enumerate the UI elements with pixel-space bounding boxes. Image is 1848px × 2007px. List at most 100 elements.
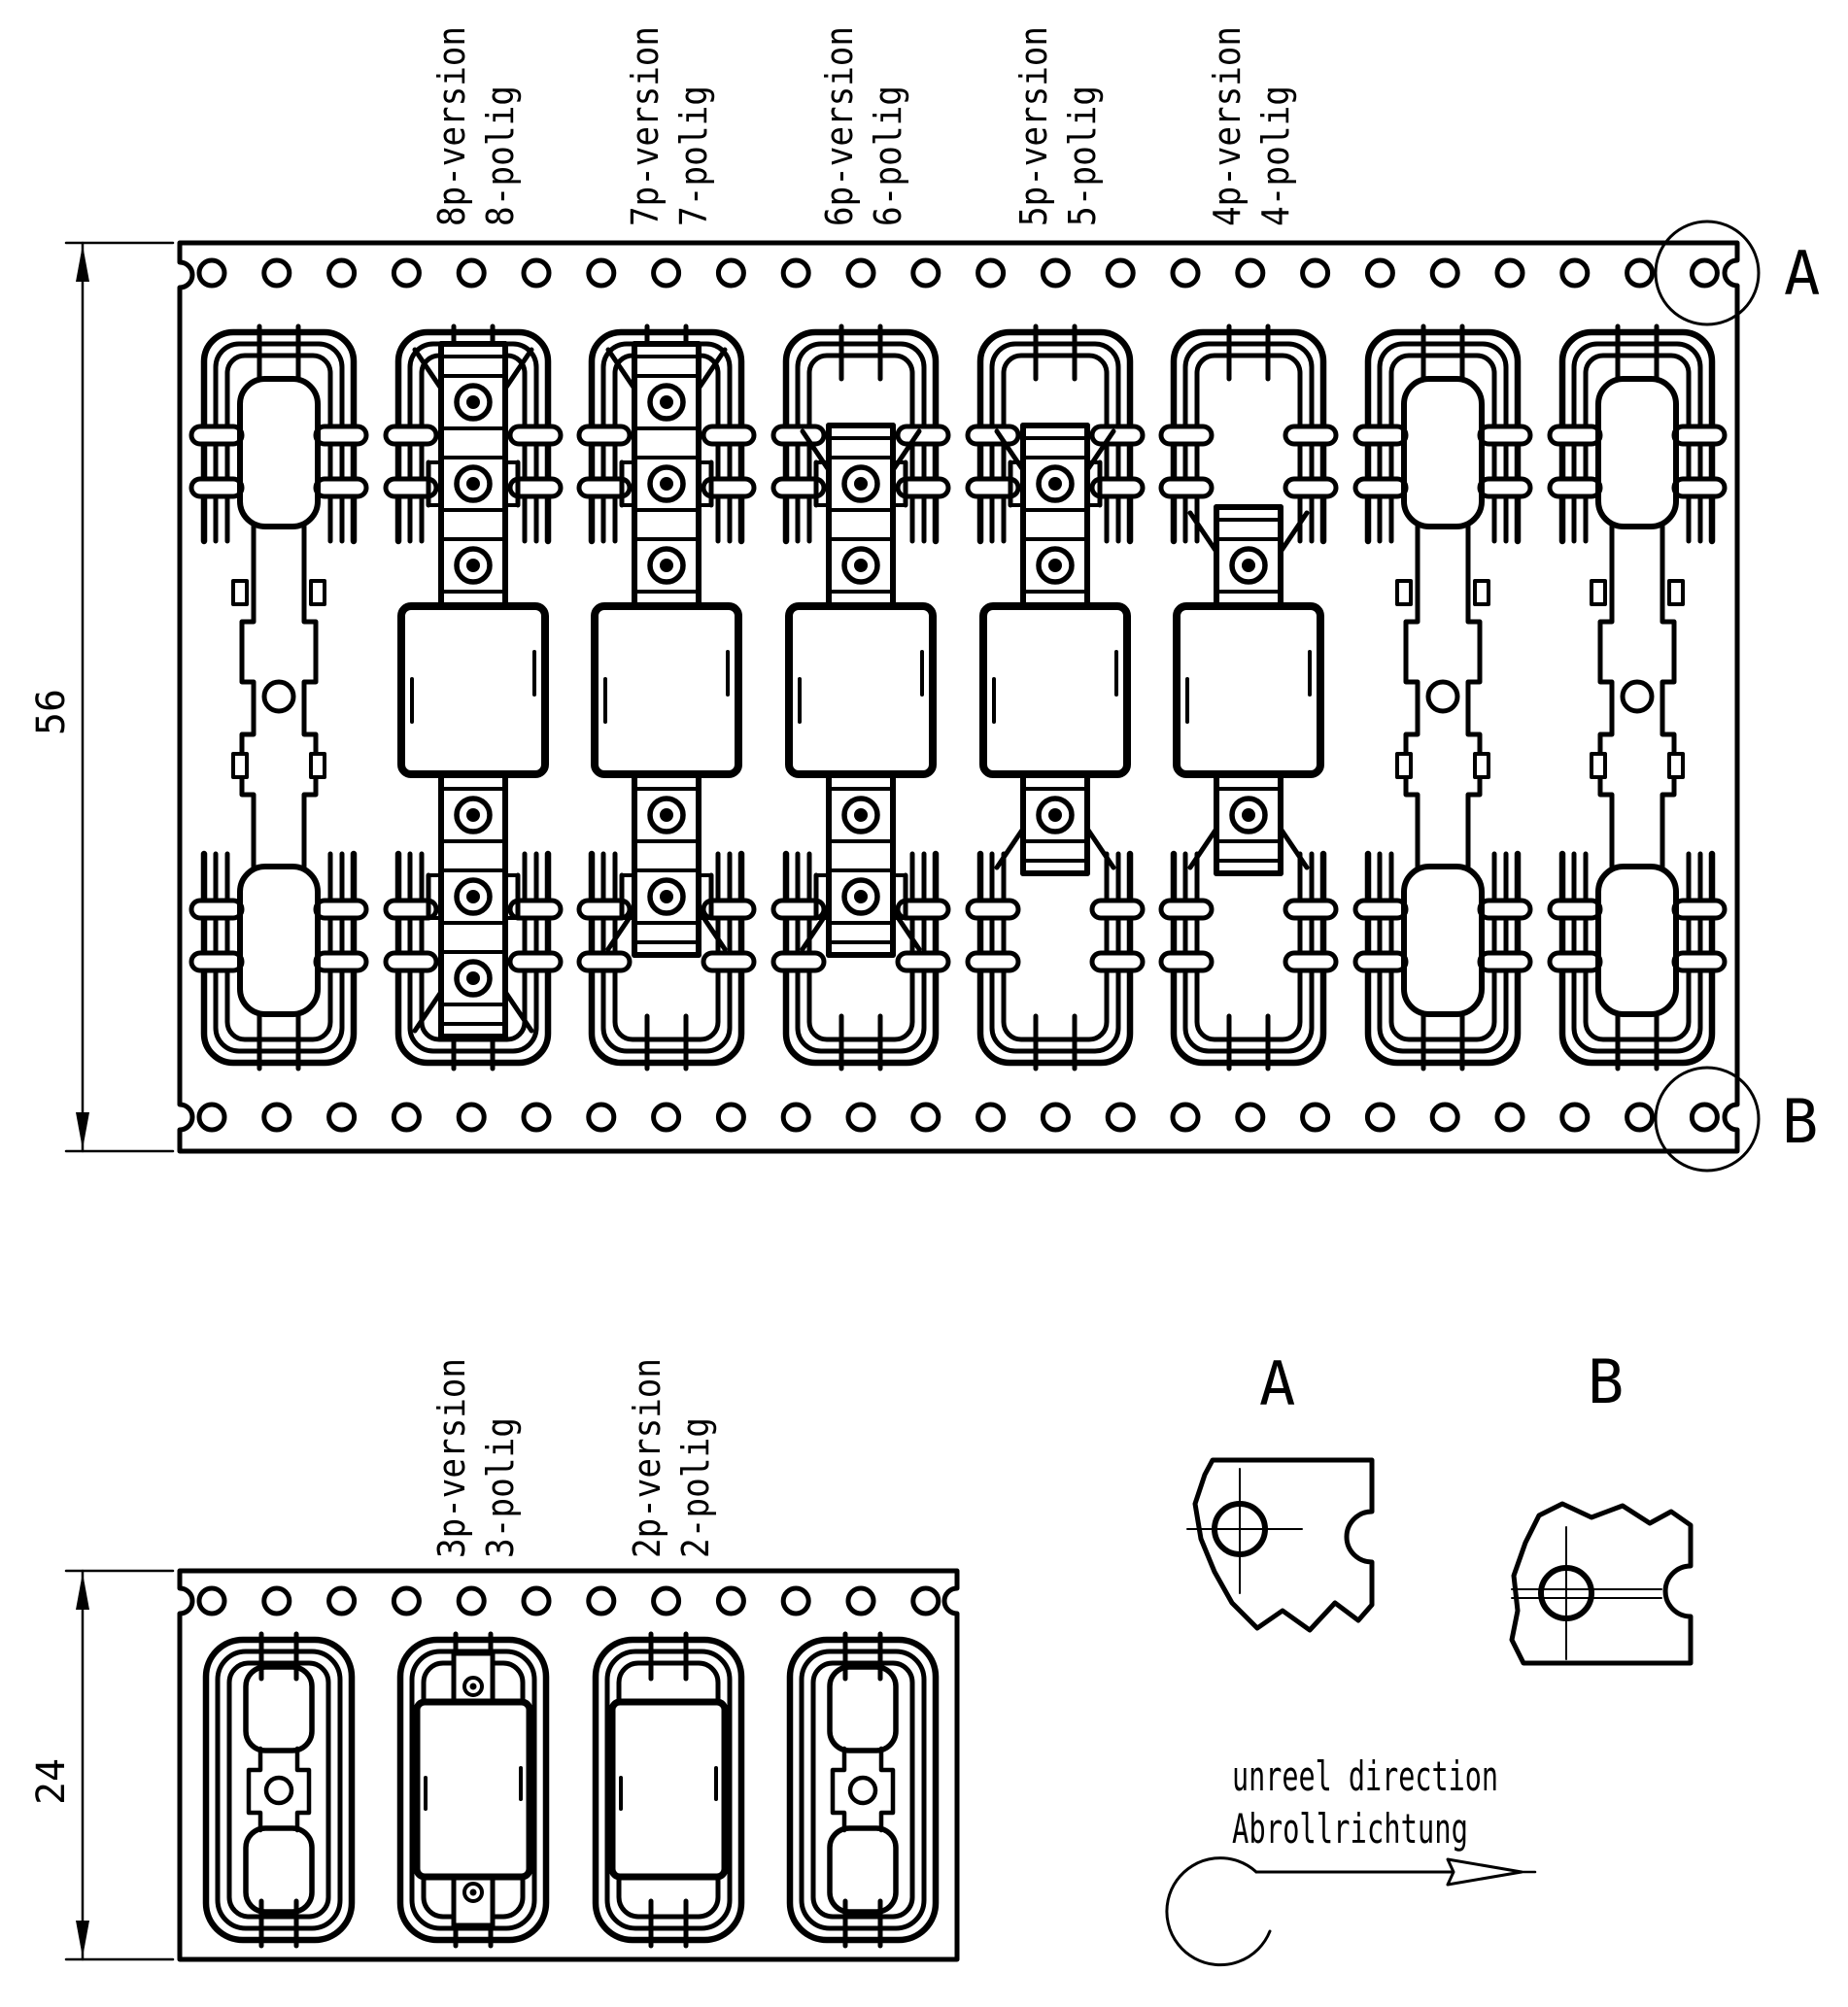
sprocket-hole: [326, 1585, 358, 1616]
pocket-clamp-band: [701, 424, 757, 447]
pocket-arch-top: [394, 328, 552, 545]
cavity-tab: [309, 579, 326, 606]
pocket-arch-bottom: [1558, 850, 1716, 1067]
pocket-arch-bottom: [1182, 851, 1315, 1054]
pocket-6p: [770, 323, 951, 1072]
pocket-arch-bottom: [1377, 851, 1509, 1054]
pocket-clamp-band: [1089, 476, 1146, 499]
empty-cavity-channel: [1597, 522, 1615, 871]
cavity-center-hole: [263, 1775, 294, 1806]
empty-cavity-bottom: [827, 1825, 899, 1915]
sprocket-hole: [715, 1585, 746, 1616]
poles-label: 8-polig: [479, 85, 522, 226]
detail-b-outline: [1509, 1501, 1694, 1666]
detail-letter-b: B: [1588, 1346, 1624, 1417]
pocket-clamp-band: [965, 898, 1021, 921]
pocket-clamp-band: [1671, 476, 1728, 499]
sprocket-hole: [1364, 257, 1395, 289]
sprocket-hole: [845, 1585, 876, 1616]
sprocket-hole: [391, 1102, 422, 1133]
cavity-center-hole: [1425, 679, 1460, 714]
pocket-ring: [202, 1636, 356, 1944]
pocket-ring: [604, 1649, 733, 1931]
empty-cavity-channel: [294, 1746, 312, 1833]
pocket-clamp-band: [1477, 898, 1533, 921]
pocket-clamp-band: [313, 476, 369, 499]
connector-body-square: [1173, 602, 1324, 778]
pocket-clamp-band: [1352, 898, 1409, 921]
pocket-clamp-band: [770, 476, 827, 499]
sprocket-hole: [715, 257, 746, 289]
sprocket-hole: [1494, 257, 1525, 289]
pocket-clamp-band: [1547, 898, 1603, 921]
sprocket-hole: [1170, 257, 1201, 289]
strip-shoulder: [994, 826, 1026, 870]
pocket-arch-bottom: [1170, 850, 1327, 1067]
sprocket-hole: [1235, 1102, 1266, 1133]
pocket-clamp-band: [383, 898, 439, 921]
pocket-clamp-band: [1352, 476, 1409, 499]
pocket-arch-top: [224, 353, 333, 544]
detail-letter-a: A: [1259, 1348, 1295, 1419]
pocket-ring: [810, 1660, 915, 1920]
sprocket-hole: [1300, 1102, 1331, 1133]
sprocket-hole: [196, 1102, 227, 1133]
empty-cavity-channel: [830, 1746, 847, 1833]
empty-cavity-top: [1595, 376, 1679, 529]
pocket-arch-top: [1182, 341, 1315, 544]
pocket-clamp-band: [1089, 424, 1146, 447]
pocket-clamp-band: [1158, 898, 1215, 921]
version-label: 6p-version: [818, 26, 861, 226]
sprocket-hole: [1105, 257, 1136, 289]
sprocket-hole: [651, 1102, 682, 1133]
poles-label: 6-polig: [867, 85, 909, 226]
pocket-clamp-band: [383, 476, 439, 499]
sprocket-hole: [780, 1102, 811, 1133]
empty-cavity-top: [243, 1664, 315, 1753]
pocket-clamp-band: [1477, 476, 1533, 499]
pocket-clamp-band: [770, 424, 827, 447]
cavity-tab: [1590, 752, 1607, 779]
sprocket-hole: [196, 1585, 227, 1616]
contact-dot: [854, 890, 868, 903]
pocket-clamp-band: [313, 424, 369, 447]
contact-dot: [1048, 559, 1062, 572]
sprocket-hole: [1625, 1102, 1656, 1133]
pocket-arch-top: [1001, 353, 1110, 544]
contact-dot: [469, 1683, 477, 1690]
empty-cavity-bottom: [1595, 864, 1679, 1017]
strip-shoulder: [605, 347, 637, 391]
contact-dot: [1048, 477, 1062, 491]
pocket-clamp-band: [1352, 424, 1409, 447]
pocket-arch-bottom: [407, 851, 539, 1054]
poles-label: 2-polig: [674, 1417, 717, 1558]
connector-body-square: [413, 1698, 533, 1881]
pocket-clamp-band: [965, 424, 1021, 447]
pocket-clamp-band: [188, 424, 245, 447]
sprocket-hole: [521, 1585, 552, 1616]
sprocket-hole: [845, 257, 876, 289]
pocket-clamp-band: [965, 476, 1021, 499]
dimension-value: 24: [29, 1758, 74, 1805]
contact-dot: [1242, 559, 1255, 572]
connector-body-square: [591, 602, 742, 778]
pocket-clamp-band: [770, 898, 827, 921]
pocket-7p: [576, 323, 757, 1072]
sprocket-hole: [1625, 257, 1656, 289]
sprocket-hole: [456, 1585, 487, 1616]
strip-shoulder: [502, 347, 534, 391]
cavity-tab: [1667, 579, 1685, 606]
pocket-ring: [799, 1649, 927, 1931]
contact-dot: [660, 890, 673, 903]
pocket-2p: [592, 1631, 745, 1949]
pocket-3p: [396, 1631, 550, 1949]
poles-label: 4-polig: [1254, 85, 1297, 226]
strip-shoulder: [1187, 510, 1219, 555]
pocket-clamp-band: [701, 476, 757, 499]
pocket-empty: [786, 1631, 940, 1949]
empty-cavity-bottom: [1401, 864, 1485, 1017]
pocket-arch-top: [795, 341, 927, 544]
strip-shoulder: [412, 989, 444, 1034]
pocket-arch-bottom: [1571, 851, 1703, 1054]
